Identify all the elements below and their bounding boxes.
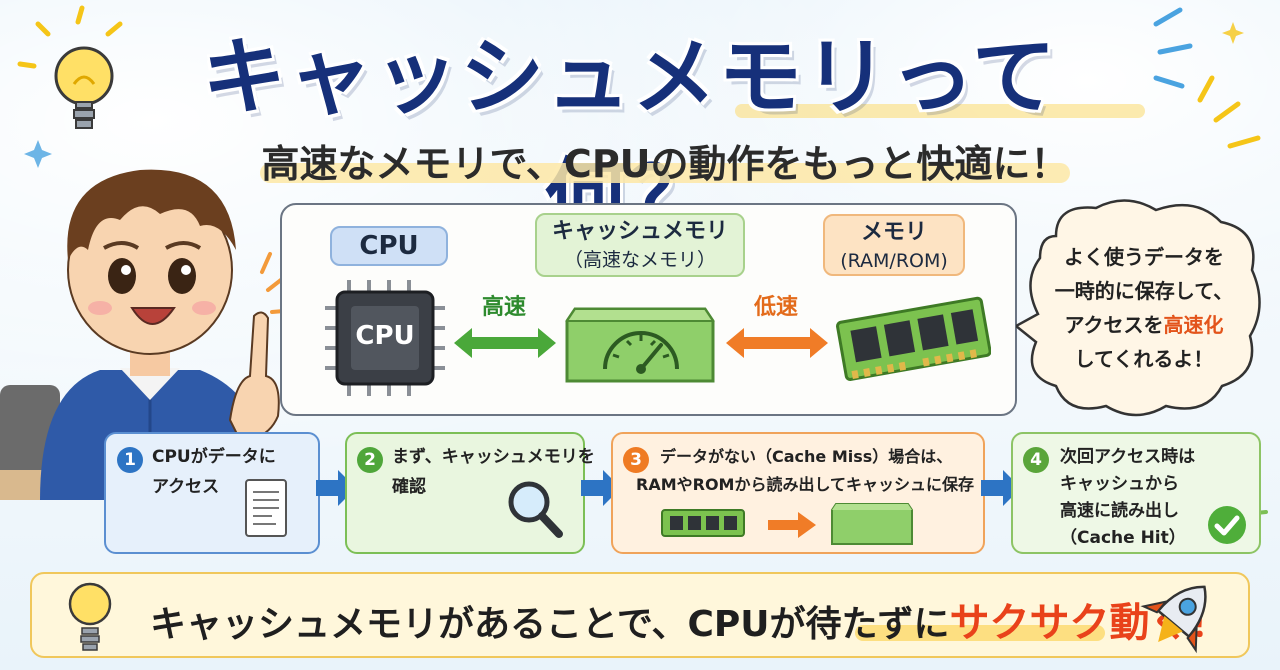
check-icon	[1208, 506, 1246, 544]
bubble-line-4: してくれるよ！	[1074, 347, 1214, 371]
page-title: キャッシュメモリって何？	[202, 28, 1058, 247]
step-2-line-1: まず、キャッシュメモリを	[392, 447, 595, 467]
step-3-number: 3	[623, 447, 649, 473]
step-1-line-1: CPUがデータに	[152, 447, 276, 467]
slow-arrow-icon	[726, 328, 828, 358]
memory-label: メモリ (RAM/ROM)	[823, 214, 965, 276]
step-4-line-1: 次回アクセス時は	[1060, 447, 1196, 467]
memory-sublabel: (RAM/ROM)	[840, 250, 948, 272]
ram-module-icon	[836, 296, 991, 381]
memory-title: メモリ	[860, 220, 927, 245]
title-highlight	[735, 104, 1145, 118]
rocket-icon	[1140, 585, 1207, 654]
character-illustration	[0, 169, 280, 500]
step-2-line-2: 確認	[392, 477, 426, 497]
fast-label: 高速	[482, 295, 527, 320]
banner-highlight	[855, 625, 1105, 641]
step-2-number: 2	[357, 447, 383, 473]
subtitle-highlight	[260, 163, 1070, 183]
banner-main-text: キャッシュメモリがあることで、CPUが待たずに	[150, 604, 950, 645]
subtitle: 高速なメモリで、CPUの動作をもっと快適に！	[261, 142, 1069, 186]
banner-lightbulb-icon	[68, 582, 112, 651]
bubble-highlight-text: 高速化	[1163, 313, 1224, 337]
step-1-line-2: アクセス	[152, 477, 220, 497]
summary-banner	[30, 572, 1250, 658]
step-3-transfer-arrow-icon	[768, 512, 816, 538]
step-4-number: 4	[1023, 447, 1049, 473]
step-1-number: 1	[117, 447, 143, 473]
step-4-line-3: 高速に読み出し	[1060, 501, 1179, 521]
bubble-text: よく使うデータを 一時的に保存して、 アクセスを高速化 してくれるよ！	[1038, 240, 1250, 376]
cpu-chip-text: CPU	[355, 321, 415, 351]
step-4-line-2: キャッシュから	[1060, 474, 1179, 494]
fast-arrow-icon	[454, 328, 556, 358]
step-3-line-1: データがない（Cache Miss）場合は、	[660, 447, 953, 466]
lightbulb-icon	[54, 46, 114, 129]
step-3-line-2: RAMやROMから読み出してキャッシュに保存	[636, 475, 974, 494]
cache-memory-sublabel: （高速なメモリ）	[563, 249, 716, 271]
subtitle-block: 高速なメモリで、CPUの動作をもっと快適に！	[260, 133, 1070, 187]
bubble-line-3-text: アクセスを	[1064, 313, 1164, 337]
banner-text: キャッシュメモリがあることで、CPUが待たずにサクサク動く！	[150, 590, 1230, 648]
cpu-chip-icon	[325, 280, 445, 396]
cache-small-icon	[831, 503, 913, 545]
bubble-line-3: アクセスを高速化	[1038, 308, 1250, 342]
bubble-line-1: よく使うデータを	[1064, 245, 1224, 269]
speech-bubble	[1016, 199, 1261, 417]
magnifier-icon	[508, 481, 563, 538]
document-icon	[245, 479, 287, 537]
cache-memory-title: キャッシュメモリ	[551, 219, 728, 244]
bubble-line-2: 一時的に保存して、	[1054, 279, 1234, 303]
cpu-label: CPU	[330, 226, 448, 266]
cache-memory-icon	[565, 307, 715, 383]
slow-label: 低速	[754, 295, 799, 320]
cache-memory-label: キャッシュメモリ （高速なメモリ）	[535, 213, 745, 277]
ram-small-icon	[661, 509, 745, 537]
step-4-line-4: （Cache Hit）	[1060, 528, 1186, 548]
